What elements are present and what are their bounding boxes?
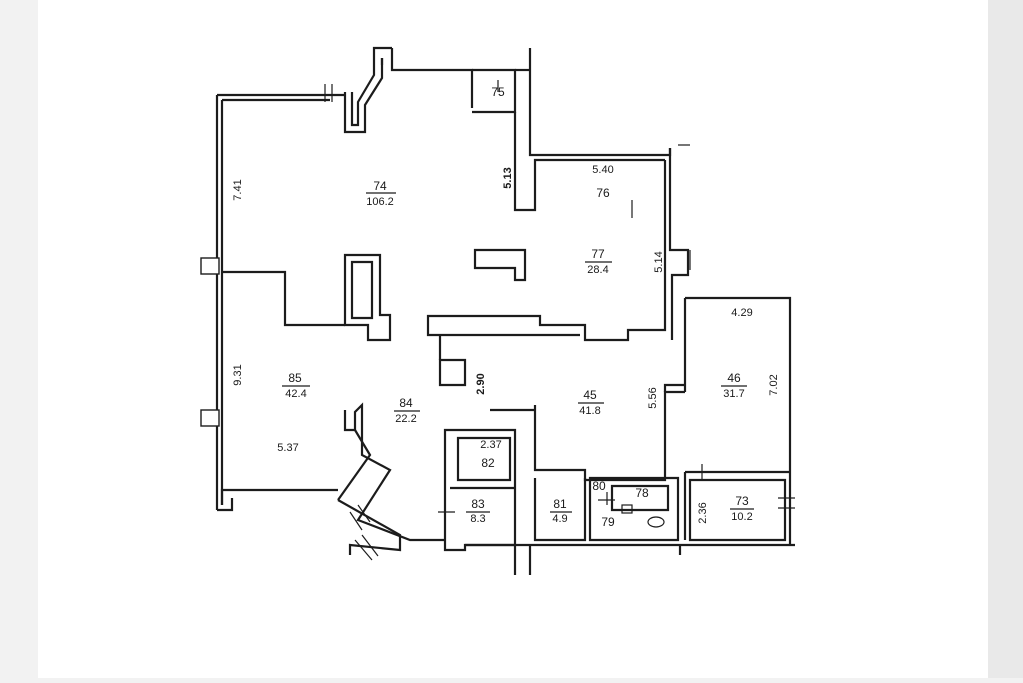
- dimension-4-29: 4.29: [731, 307, 752, 319]
- room-78-number: 78: [635, 486, 649, 500]
- dimension-7-41: 7.41: [232, 179, 244, 200]
- room-45-number: 45: [583, 388, 597, 402]
- dimension-9-31: 9.31: [232, 364, 244, 385]
- room-85-number: 85: [288, 371, 302, 385]
- room-73-number: 73: [735, 494, 749, 508]
- room-45-area: 41.8: [579, 405, 600, 417]
- dimension-2-37: 2.37: [480, 439, 501, 451]
- room-80-number: 80: [592, 479, 606, 493]
- dimension-2-36: 2.36: [697, 502, 709, 523]
- dimension-5-37: 5.37: [277, 442, 298, 454]
- room-46-area: 31.7: [723, 388, 744, 400]
- room-74-area: 106.2: [366, 196, 394, 208]
- room-81-area: 4.9: [552, 513, 567, 525]
- room-85-area: 42.4: [285, 388, 306, 400]
- room-46-number: 46: [727, 371, 741, 385]
- dimension-7-02: 7.02: [768, 374, 780, 395]
- room-83-area: 8.3: [470, 513, 485, 525]
- room-labels: 74 106.2 75 76 77 28.4 85 42.4 84 22.2 4…: [282, 85, 754, 529]
- dimension-5-14: 5.14: [653, 251, 665, 272]
- room-75-number: 75: [491, 85, 505, 99]
- dimension-5-13: 5.13: [502, 167, 514, 188]
- room-81-number: 81: [553, 497, 567, 511]
- dimension-labels: 7.41 5.13 5.40 5.14 4.29 9.31 2.90 5.56 …: [232, 164, 780, 524]
- paper: [38, 0, 988, 678]
- dimension-5-56: 5.56: [647, 387, 659, 408]
- room-83-number: 83: [471, 497, 485, 511]
- room-73-area: 10.2: [731, 511, 752, 523]
- dimension-5-40: 5.40: [592, 164, 613, 176]
- room-82-number: 82: [481, 456, 495, 470]
- room-76-number: 76: [596, 186, 610, 200]
- outer-walls: [200, 46, 795, 575]
- room-84-number: 84: [399, 396, 413, 410]
- room-79-number: 79: [601, 515, 615, 529]
- room-77-area: 28.4: [587, 264, 608, 276]
- room-84-area: 22.2: [395, 413, 416, 425]
- dimension-2-90: 2.90: [475, 373, 487, 394]
- room-74-number: 74: [373, 179, 387, 193]
- room-77-number: 77: [591, 247, 605, 261]
